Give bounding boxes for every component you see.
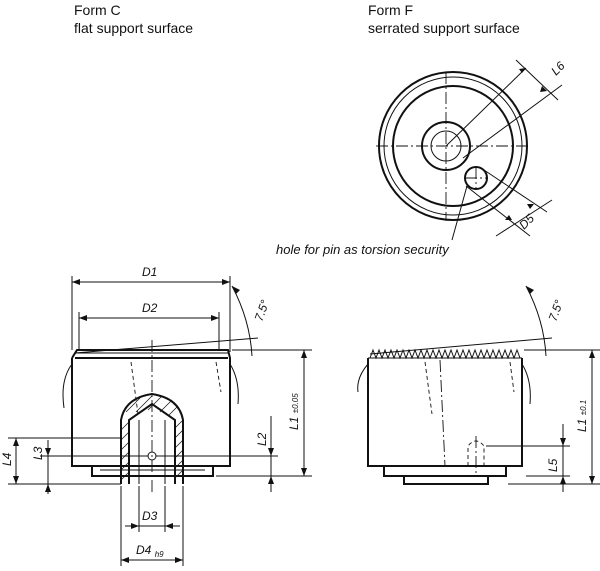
form-c-body-outline bbox=[71, 349, 231, 467]
dim-l1-f-symbol: L1 bbox=[575, 419, 589, 432]
dim-angle-c-label: 7.5° bbox=[252, 298, 273, 323]
form-c-caption: Form C flat support surface bbox=[74, 1, 193, 37]
dim-angle-f-label: 7.5° bbox=[546, 298, 567, 323]
form-f-title: Form F bbox=[368, 2, 414, 18]
dim-d3-label: D3 bbox=[142, 509, 158, 523]
dim-d4-tolerance: h9 bbox=[155, 550, 164, 559]
dim-l6-label: L6 bbox=[548, 59, 568, 79]
dim-l1-c-symbol: L1 bbox=[287, 417, 301, 430]
form-c-insert bbox=[120, 392, 184, 484]
top-view: L6 D5 hole for pin as torsion security bbox=[276, 59, 568, 257]
dim-l1-f-label: L1 ±0.1 bbox=[575, 400, 589, 432]
form-f-caption: Form F serrated support surface bbox=[368, 1, 520, 37]
form-f-serrations bbox=[369, 348, 521, 360]
form-c-description: flat support surface bbox=[74, 20, 194, 36]
dim-d5-label: D5 bbox=[516, 211, 537, 232]
form-f-view: 7.5° L1 ±0.1 L5 bbox=[357, 285, 600, 492]
dim-l1-f-tolerance: ±0.1 bbox=[579, 400, 588, 416]
dim-l5-label: L5 bbox=[546, 458, 560, 472]
form-c-title: Form C bbox=[74, 2, 121, 18]
form-c-view: D1 D2 7.5° L1 ±0.05 L2 L3 bbox=[0, 265, 312, 566]
dim-l1-c-tolerance: ±0.05 bbox=[291, 393, 300, 414]
dim-d4-symbol: D4 bbox=[136, 543, 152, 557]
dim-d2-label: D2 bbox=[142, 301, 158, 315]
dim-l1-c-label: L1 ±0.05 bbox=[287, 393, 301, 430]
dim-l4-label: L4 bbox=[0, 452, 14, 466]
dim-d1-label: D1 bbox=[142, 265, 157, 279]
form-f-body-outline bbox=[367, 358, 523, 467]
form-f-description: serrated support surface bbox=[368, 20, 520, 36]
dim-l2-label: L2 bbox=[255, 432, 269, 446]
dim-l3-label: L3 bbox=[31, 446, 45, 460]
dim-d4-label: D4 h9 bbox=[136, 543, 164, 559]
hole-note-label: hole for pin as torsion security bbox=[276, 242, 450, 257]
